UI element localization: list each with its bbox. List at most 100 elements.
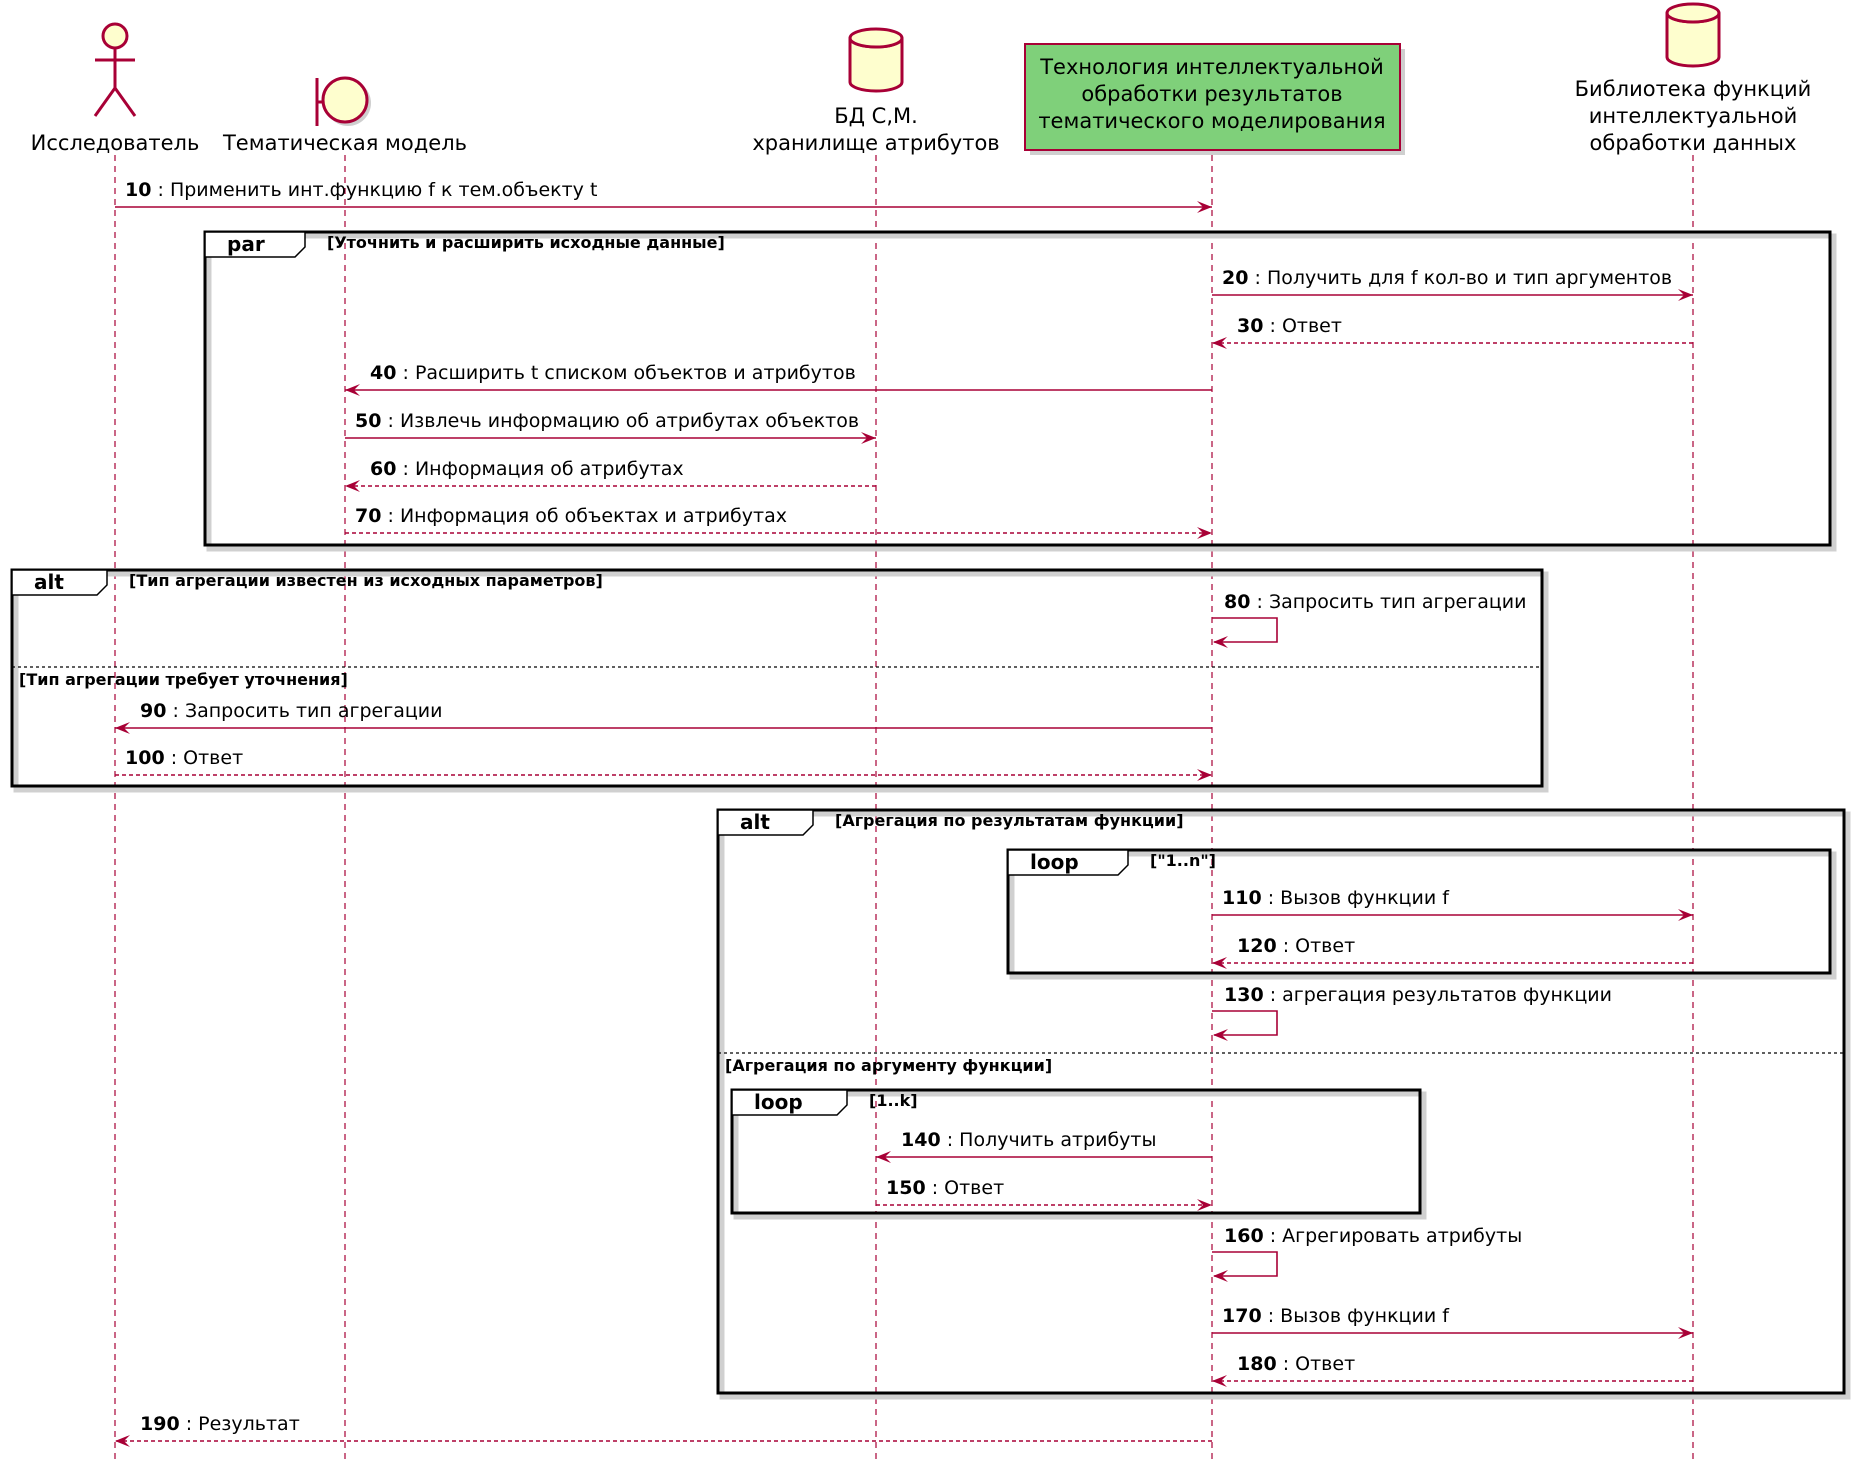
message-180: 180 : Ответ (1212, 1353, 1693, 1382)
message-separator: : (1264, 984, 1282, 1006)
message-text: Получить атрибуты (959, 1129, 1156, 1151)
message-separator: : (180, 1413, 198, 1435)
message-number: 60 (370, 458, 396, 480)
fragment-condition: [Агрегация по результатам функции] (835, 811, 1184, 830)
message-text: Запросить тип агрегации (1269, 591, 1527, 613)
message-label: 40 : Расширить t списком объектов и атри… (370, 362, 856, 384)
message-label: 130 : агрегация результатов функции (1224, 984, 1612, 1006)
message-text: Извлечь информацию об атрибутах объектов (400, 410, 859, 432)
message-number: 100 (125, 747, 165, 769)
arrow-head (1212, 957, 1227, 969)
message-label: 150 : Ответ (886, 1177, 1004, 1199)
fragment-condition: [1..k] (869, 1091, 918, 1110)
participant-label: Технология интеллектуальной (1039, 55, 1384, 79)
message-130: 130 : агрегация результатов функции (1212, 984, 1612, 1036)
participant-label: хранилище атрибутов (752, 131, 999, 155)
message-separator: : (1262, 887, 1280, 909)
database-icon (848, 27, 904, 93)
message-label: 170 : Вызов функции f (1222, 1305, 1450, 1327)
message-separator: : (381, 410, 399, 432)
fragment-kind: alt (34, 570, 64, 594)
message-110: 110 : Вызов функции f (1212, 887, 1693, 916)
message-text: Результат (198, 1413, 300, 1435)
arrow-head (115, 722, 130, 734)
participant-tech: Технология интеллектуальной обработки рез… (1024, 43, 1405, 1460)
message-text: Применить инт.функцию f к тем.объекту t (170, 179, 597, 201)
arrow-head (1678, 289, 1693, 301)
message-text: Вызов функции f (1280, 1305, 1450, 1327)
participant-box (1024, 43, 1401, 151)
fragment-loop: loop ["1..n"] (1006, 848, 1837, 980)
fragment-kind: loop (1030, 850, 1079, 874)
arrow-head (1213, 636, 1228, 648)
fragment-kind: alt (740, 810, 770, 834)
message-number: 70 (355, 505, 381, 527)
message-number: 160 (1224, 1225, 1264, 1247)
message-30: 30 : Ответ (1212, 315, 1693, 344)
message-number: 190 (140, 1413, 180, 1435)
message-text: Ответ (1282, 315, 1342, 337)
fragment-condition: ["1..n"] (1150, 851, 1216, 870)
message-separator: : (1250, 591, 1268, 613)
arrow-head (1678, 909, 1693, 921)
message-number: 30 (1237, 315, 1263, 337)
message-150: 150 : Ответ (876, 1177, 1212, 1206)
message-number: 90 (140, 700, 166, 722)
arrow-head (861, 432, 876, 444)
message-separator: : (381, 505, 399, 527)
message-text: Агрегировать атрибуты (1282, 1225, 1522, 1247)
message-10: 10 : Применить инт.функцию f к тем.объек… (115, 179, 1212, 208)
arrow-head (115, 1435, 130, 1447)
message-separator: : (396, 362, 414, 384)
participant-lib: Библиотека функцийинтеллектуальнойобрабо… (1575, 2, 1811, 1460)
message-label: 110 : Вызов функции f (1222, 887, 1450, 909)
fragment-condition: [Уточнить и расширить исходные данные] (327, 233, 725, 252)
arrow-head (345, 480, 360, 492)
message-label: 30 : Ответ (1237, 315, 1342, 337)
message-160: 160 : Агрегировать атрибуты (1212, 1225, 1522, 1277)
fragment-kind: par (227, 232, 265, 256)
message-text: Информация об объектах и атрибутах (400, 505, 787, 527)
fragment-kind: loop (754, 1090, 803, 1114)
message-separator: : (1277, 1353, 1295, 1375)
message-separator: : (151, 179, 169, 201)
participant-db: БД С,М. хранилище атрибутов (752, 27, 1000, 1460)
fragment-loop: loop [1..k] (730, 1088, 1427, 1220)
participant-label: обработки результатов (1081, 82, 1342, 106)
arrow-head (1213, 1270, 1228, 1282)
fragment-par: par [Уточнить и расширить исходные данные… (203, 230, 1837, 552)
message-190: 190 : Результат (115, 1413, 1212, 1442)
message-text: Ответ (1295, 935, 1355, 957)
message-label: 160 : Агрегировать атрибуты (1224, 1225, 1522, 1247)
participant-label: Исследователь (31, 131, 200, 155)
message-text: Получить для f кол-во и тип аргументов (1267, 267, 1672, 289)
arrow-head (1197, 769, 1212, 781)
message-label: 180 : Ответ (1237, 1353, 1355, 1375)
message-120: 120 : Ответ (1212, 935, 1693, 964)
message-number: 80 (1224, 591, 1250, 613)
message-separator: : (941, 1129, 959, 1151)
arrow-head (1678, 1327, 1693, 1339)
message-label: 60 : Информация об атрибутах (370, 458, 684, 480)
message-text: Ответ (183, 747, 243, 769)
message-text: Запросить тип агрегации (185, 700, 443, 722)
message-number: 170 (1222, 1305, 1262, 1327)
message-label: 80 : Запросить тип агрегации (1224, 591, 1526, 613)
message-number: 150 (886, 1177, 926, 1199)
message-separator: : (166, 700, 184, 722)
participant-label: БД С,М. (834, 104, 918, 128)
message-number: 120 (1237, 935, 1277, 957)
message-text: Ответ (1295, 1353, 1355, 1375)
message-number: 20 (1222, 267, 1248, 289)
message-40: 40 : Расширить t списком объектов и атри… (345, 362, 1212, 391)
message-number: 140 (901, 1129, 941, 1151)
participant-label: интеллектуальной (1589, 104, 1798, 128)
message-70: 70 : Информация об объектах и атрибутах (345, 505, 1212, 534)
message-label: 90 : Запросить тип агрегации (140, 700, 442, 722)
arrow-head (1213, 1029, 1228, 1041)
message-separator: : (165, 747, 183, 769)
message-80: 80 : Запросить тип агрегации (1212, 591, 1526, 643)
participant-label: тематического моделирования (1038, 109, 1385, 133)
message-line (1212, 1010, 1278, 1036)
